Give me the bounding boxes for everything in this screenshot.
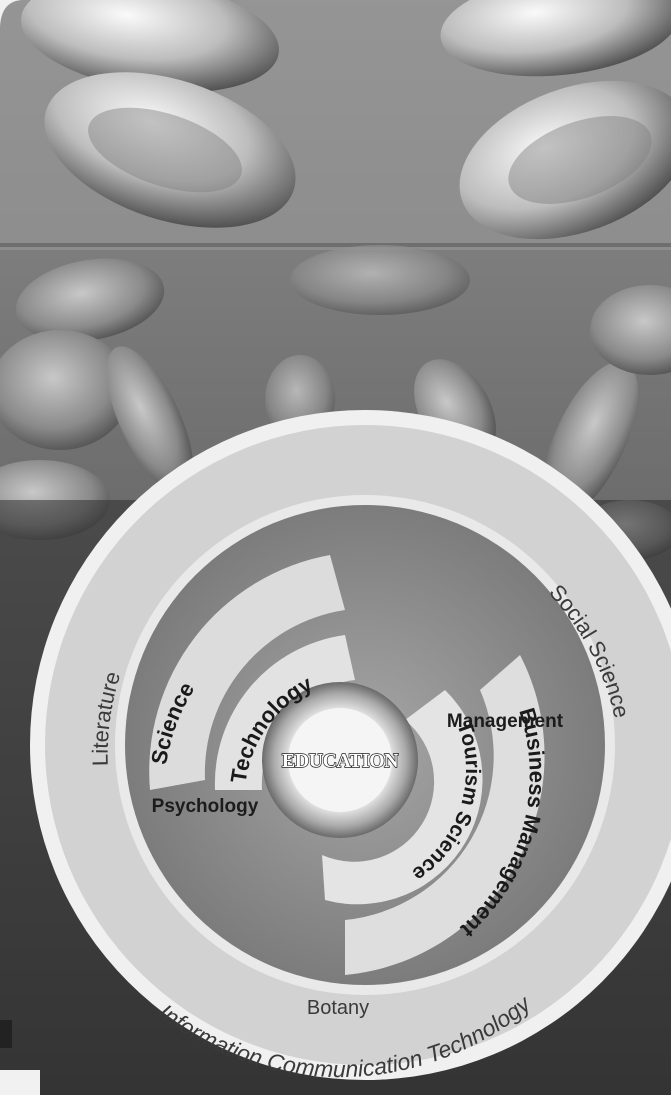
education-center-label: EDUCATION	[282, 750, 399, 772]
psychology-label: Psychology	[152, 796, 259, 817]
botany-label: Botany	[307, 997, 369, 1019]
management-label: Management	[447, 711, 564, 732]
corner-tab	[0, 1020, 12, 1048]
